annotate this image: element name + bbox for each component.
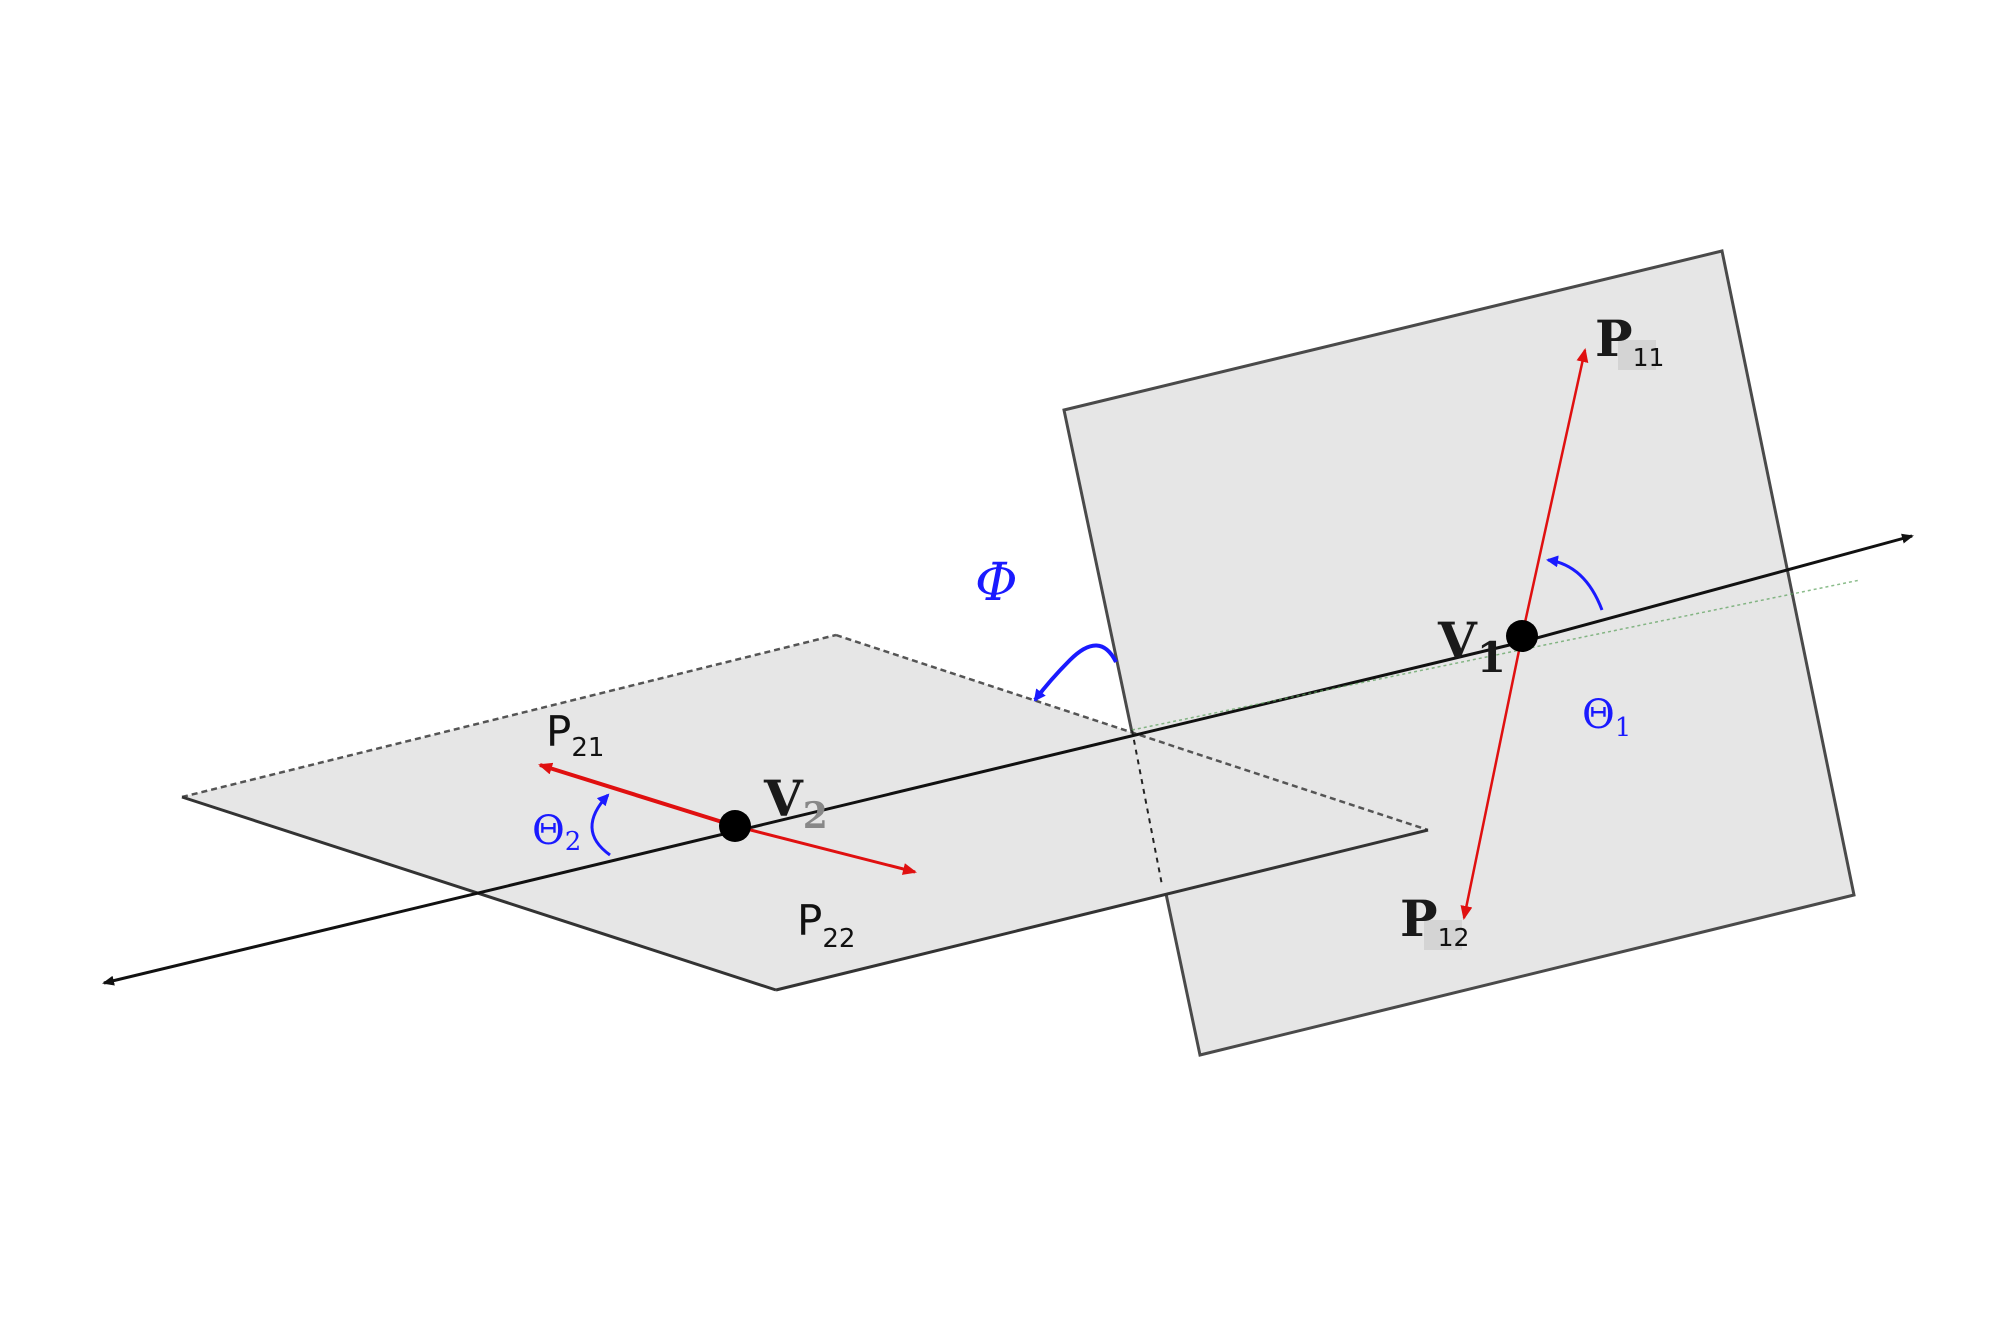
label-p22: P22 bbox=[797, 896, 855, 954]
plane-2-near-edge-right bbox=[775, 828, 1429, 992]
axis-highlight bbox=[1131, 579, 1861, 731]
phi-arc bbox=[1033, 643, 1118, 702]
vector-p12 bbox=[1460, 635, 1524, 920]
main-axis bbox=[1521, 533, 1914, 644]
vertex-v1-dot bbox=[1506, 620, 1538, 652]
plane-intersection-line bbox=[1131, 729, 1163, 886]
theta2-arc bbox=[590, 793, 611, 857]
label-theta1: Θ1 bbox=[1582, 692, 1631, 743]
label-p12: P12 bbox=[1400, 889, 1469, 952]
vertex-v2-dot bbox=[719, 810, 751, 842]
label-v1: V1 bbox=[1437, 611, 1506, 682]
label-phi: Φ bbox=[975, 553, 1018, 613]
label-theta2: Θ2 bbox=[532, 808, 581, 857]
label-p11: P11 bbox=[1595, 309, 1664, 372]
theta1-arc bbox=[1546, 555, 1604, 611]
vector-p21 bbox=[538, 762, 736, 828]
vector-p22 bbox=[734, 824, 917, 875]
label-v2: V2 bbox=[763, 769, 828, 837]
plane-2-far-edge-left bbox=[181, 633, 837, 799]
label-p21: P21 bbox=[546, 707, 604, 763]
plane-2 bbox=[182, 635, 1428, 990]
vector-p11 bbox=[1520, 348, 1589, 637]
